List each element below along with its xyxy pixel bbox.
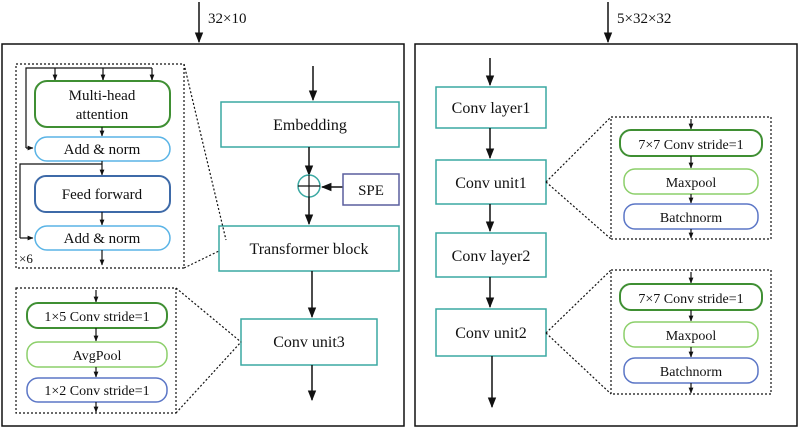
positional-add-node: [297, 174, 321, 198]
conv-1x2-block: [26, 377, 168, 403]
unit2-conv7x7-label: 7×7 Conv stride=1: [638, 292, 743, 307]
transformer-zoom-line-top: [183, 63, 227, 241]
unit1-maxpool-label: Maxpool: [666, 176, 717, 191]
conv-layer1-label: Conv layer1: [452, 100, 531, 117]
spe-label: SPE: [358, 183, 384, 199]
conv-layer2-label: Conv layer2: [452, 248, 531, 265]
conv-unit3-block: [240, 318, 378, 366]
feed-forward-label: Feed forward: [62, 187, 143, 203]
embedding-block: [220, 101, 400, 148]
unit1-zoom-line-bottom: [545, 181, 612, 240]
unit2-zoom-line-bottom: [545, 332, 612, 395]
conv-unit1-detail-frame: [610, 116, 772, 240]
transformer-block: [218, 225, 400, 272]
conv-unit1-block: [435, 159, 547, 205]
avgpool-label: AvgPool: [73, 349, 122, 364]
conv-1x5-block: [26, 302, 168, 329]
add-norm-label-1: Add & norm: [64, 142, 141, 158]
attention-label-line1: Multi-head: [69, 88, 136, 104]
right-panel-frame: [414, 43, 798, 427]
add-norm-label-2: Add & norm: [64, 231, 141, 247]
conv-unit2-label: Conv unit2: [455, 325, 527, 342]
unit1-batchnorm-label: Batchnorm: [660, 211, 722, 226]
left-panel-frame: [1, 43, 405, 427]
unit1-conv7x7-label: 7×7 Conv stride=1: [638, 138, 743, 153]
repeat-count-label: ×6: [19, 251, 33, 266]
transformer-block-label: Transformer block: [250, 241, 369, 258]
unit2-batchnorm-label: Batchnorm: [660, 365, 722, 380]
residual-line-2: [19, 163, 102, 238]
left-input-label: 32×10: [208, 11, 246, 27]
conv-unit1-label: Conv unit1: [455, 175, 527, 192]
conv3-zoom-line-top: [175, 287, 242, 343]
conv-unit3-detail-frame: [15, 287, 177, 414]
transformer-detail-frame: [15, 63, 185, 269]
spe-block: [342, 173, 400, 206]
embedding-label: Embedding: [273, 117, 347, 134]
conv-layer2-block: [435, 232, 547, 278]
conv-1x5-label: 1×5 Conv stride=1: [44, 310, 149, 325]
attention-label-line2: attention: [76, 107, 129, 123]
conv3-zoom-line-bottom: [175, 341, 242, 414]
conv-unit2-block: [435, 308, 547, 357]
unit2-maxpool-label: Maxpool: [666, 329, 717, 344]
transformer-zoom-line-bottom: [183, 250, 220, 269]
conv-unit3-label: Conv unit3: [273, 334, 345, 351]
right-input-label: 5×32×32: [617, 11, 671, 27]
conv-1x2-label: 1×2 Conv stride=1: [44, 384, 149, 399]
conv-layer1-block: [435, 86, 547, 129]
avgpool-block: [26, 341, 168, 368]
unit2-zoom-line-top: [545, 269, 612, 334]
conv-unit2-detail-frame: [610, 269, 772, 395]
unit1-zoom-line-top: [545, 116, 612, 183]
